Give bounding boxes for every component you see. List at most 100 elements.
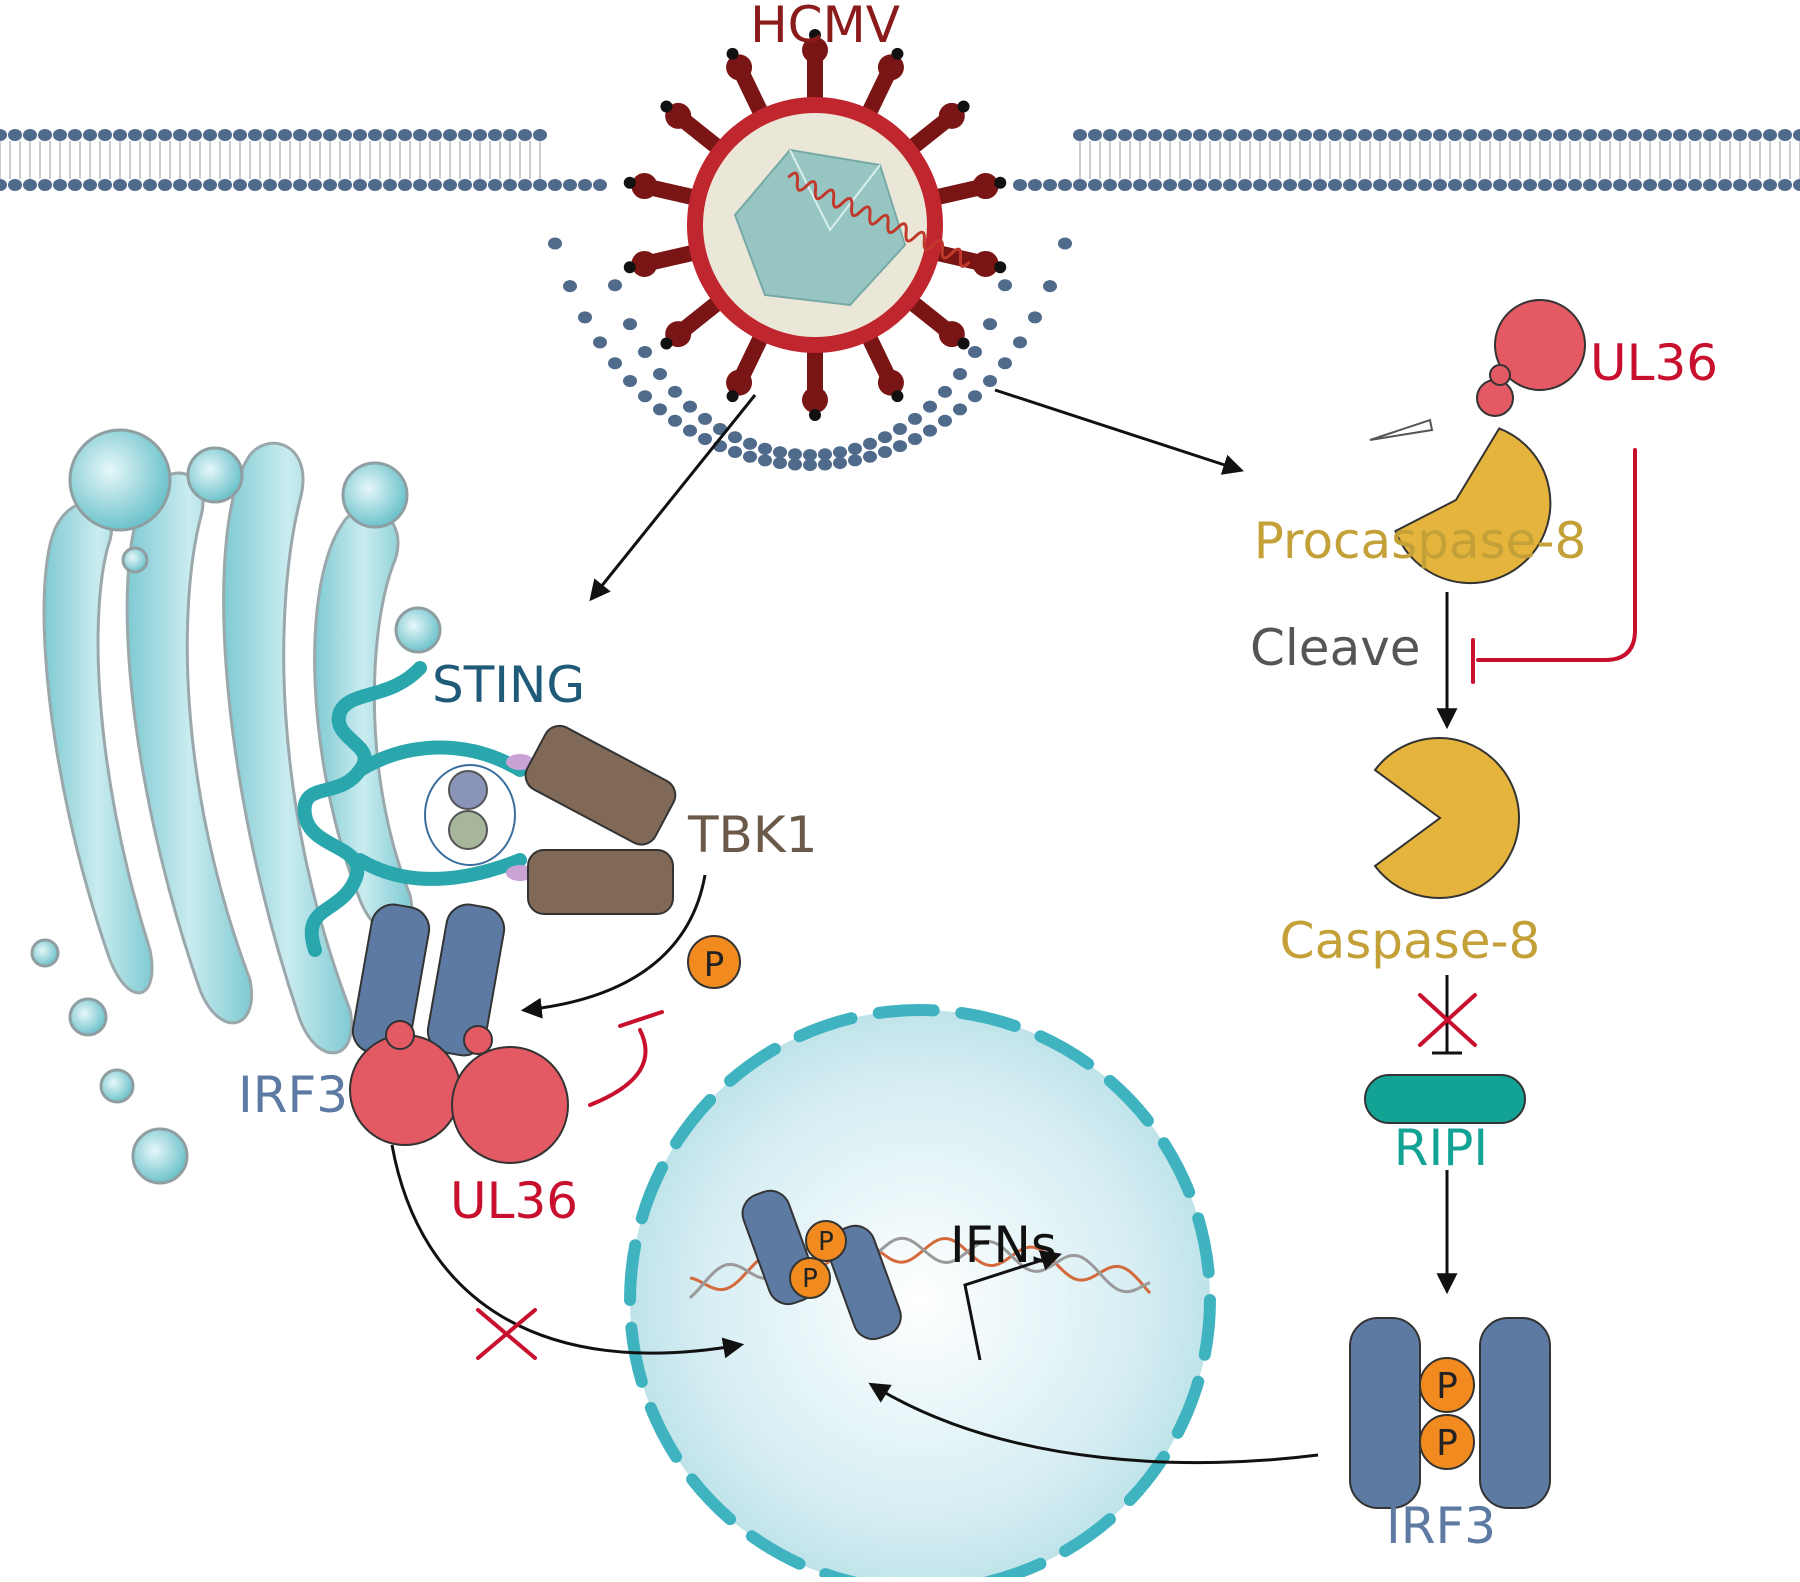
lipid-head — [1583, 129, 1597, 141]
nuclear-envelope — [1059, 1513, 1116, 1558]
lipid-head — [593, 179, 607, 191]
lipid-head — [278, 129, 292, 141]
lipid-head — [1328, 179, 1342, 191]
lipid-head — [1523, 129, 1537, 141]
lipid-head — [1058, 237, 1072, 250]
lipid-head — [143, 179, 157, 191]
lipid-head — [158, 129, 172, 141]
lipid-head — [128, 179, 142, 191]
lipid-head — [23, 179, 37, 191]
lipid-head — [1403, 129, 1417, 141]
nuclear-envelope — [872, 1003, 940, 1019]
lipid-head — [998, 279, 1012, 292]
spike-head — [802, 387, 828, 413]
lipid-head — [548, 179, 562, 191]
lipid-head — [173, 179, 187, 191]
lipid-head — [383, 179, 397, 191]
lipid-head — [833, 446, 847, 459]
nuclear-envelope — [745, 1530, 806, 1570]
ul36-protein — [349, 1034, 461, 1146]
sting-label: STING — [432, 656, 585, 714]
block-x — [1418, 993, 1477, 1047]
lipid-head — [638, 346, 652, 359]
lipid-head — [1613, 179, 1627, 191]
ripi-protein — [1364, 1074, 1526, 1124]
lipid-head — [608, 357, 622, 370]
lipid-head — [788, 458, 802, 471]
lipid-head — [1418, 179, 1432, 191]
cgamp-a — [448, 770, 488, 810]
tbk1-subunit — [527, 849, 674, 915]
lipid-head — [443, 129, 457, 141]
lipid-head — [248, 179, 262, 191]
lipid-head — [1253, 129, 1267, 141]
vesicle — [121, 546, 149, 574]
lipid-head — [1748, 129, 1762, 141]
lipid-head — [1418, 129, 1432, 141]
lipid-head — [1433, 179, 1447, 191]
lipid-head — [848, 442, 862, 455]
lipid-head — [443, 179, 457, 191]
lipid-head — [1208, 179, 1222, 191]
phosphate-group — [1419, 1414, 1475, 1470]
spike-head — [631, 250, 658, 277]
lipid-head — [1148, 179, 1162, 191]
lipid-head — [1313, 129, 1327, 141]
lipid-head — [1673, 179, 1687, 191]
lipid-head — [1568, 129, 1582, 141]
lipid-head — [758, 454, 772, 467]
lipid-head — [203, 179, 217, 191]
lipid-head — [1133, 179, 1147, 191]
lipid-head — [1673, 129, 1687, 141]
golgi-cisterna — [42, 501, 154, 995]
lipid-head — [1253, 179, 1267, 191]
lipid-head — [413, 129, 427, 141]
lipid-head — [1508, 179, 1522, 191]
lipid-head — [698, 412, 712, 425]
lipid-head — [338, 129, 352, 141]
lipid-head — [788, 448, 802, 461]
lipid-head — [1373, 129, 1387, 141]
ifns-label: IFNs — [950, 1216, 1057, 1274]
lipid-head — [173, 129, 187, 141]
lipid-head — [848, 454, 862, 467]
lipid-head — [893, 440, 907, 453]
lipid-head — [863, 437, 877, 450]
lipid-head — [683, 424, 697, 437]
spike-tip — [660, 337, 673, 350]
lipid-head — [8, 179, 22, 191]
lipid-head — [0, 129, 7, 141]
nuclear-envelope — [644, 1401, 683, 1463]
lipid-head — [743, 450, 757, 463]
lipid-head — [1268, 179, 1282, 191]
lipid-head — [203, 129, 217, 141]
tbk1-subunit — [524, 724, 677, 846]
lipid-head — [1103, 129, 1117, 141]
hcmv-virion — [623, 29, 1007, 421]
lipid-head — [38, 129, 52, 141]
phosphate-group-label: P — [1436, 1366, 1458, 1407]
lipid-head — [338, 179, 352, 191]
spike-tip — [660, 100, 673, 113]
lipid-head — [1493, 129, 1507, 141]
lipid-head — [1013, 336, 1027, 349]
lipid-head — [458, 129, 472, 141]
spike-tip — [726, 47, 739, 60]
lipid-head — [1193, 129, 1207, 141]
lipid-head — [578, 311, 592, 324]
capsid-edge — [789, 149, 881, 232]
phosphate-group-label: P — [802, 1264, 818, 1294]
lipid-head — [1223, 129, 1237, 141]
lipid-head — [773, 446, 787, 459]
lipid-head — [1058, 179, 1072, 191]
cleave-label: Cleave — [1250, 619, 1421, 677]
arrow-irf3-to-nucleus — [390, 1144, 745, 1359]
lipid-head — [533, 179, 547, 191]
lipid-head — [38, 179, 52, 191]
phosphate-group — [805, 1220, 847, 1262]
lipid-head — [1628, 129, 1642, 141]
block-x — [476, 1308, 537, 1360]
spike-head — [802, 37, 828, 63]
spike-tip — [623, 261, 636, 274]
